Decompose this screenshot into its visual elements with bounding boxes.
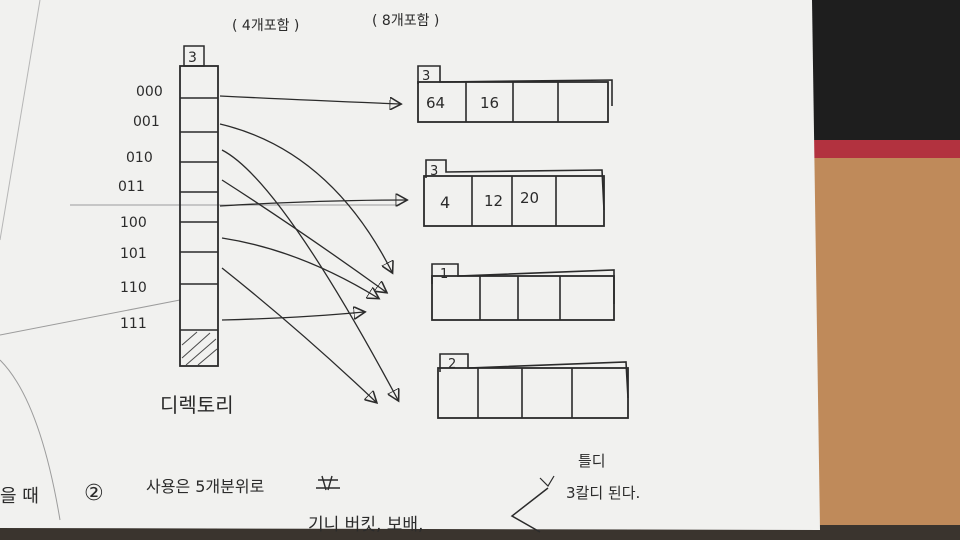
bit-label: 010 — [126, 150, 153, 166]
bottom-left-fragment: 을 때 — [0, 486, 39, 507]
bucket-depth: 1 — [440, 267, 448, 282]
right-note-line1: 틀디 — [578, 452, 606, 470]
bucket-value: 20 — [520, 189, 539, 207]
bucket-depth: 3 — [430, 164, 438, 179]
bit-label: 101 — [120, 246, 147, 262]
directory-table — [179, 65, 219, 367]
right-note-line2: 3칼디 된다. — [566, 484, 640, 502]
bit-label: 001 — [133, 114, 160, 130]
directory-rows — [180, 97, 218, 331]
bucket-1: 3 64 16 — [417, 65, 613, 123]
laptop-edge — [800, 140, 960, 158]
bucket-value: 12 — [484, 192, 503, 210]
bucket-value: 4 — [440, 193, 450, 212]
bottom-note-line1: 사용은 5개분위로 — [146, 477, 264, 496]
hatched-area — [181, 331, 218, 366]
bucket-3: 1 — [431, 263, 615, 321]
pencil-curve — [0, 359, 61, 521]
bottom-note-line2: 기니 버킷, 보배, — [308, 515, 423, 535]
bucket-frame — [423, 175, 605, 227]
header-note-right: ( 8개포함 ) — [372, 13, 439, 29]
bit-label: 000 — [136, 84, 163, 100]
bucket-4: 2 — [437, 353, 629, 419]
bit-label: 100 — [120, 215, 147, 231]
bucket-depth: 2 — [448, 357, 456, 372]
bucket-frame — [437, 367, 629, 419]
item-number: ② — [84, 481, 104, 506]
brace-mark — [510, 487, 549, 533]
directory-label: 디렉토리 — [160, 393, 234, 417]
laptop-body — [800, 0, 960, 140]
pointer-arrows — [219, 95, 406, 402]
scribble-mark — [316, 475, 340, 491]
bucket-frame — [431, 275, 615, 321]
paper-sheet — [0, 0, 820, 530]
bucket-2: 3 4 12 20 — [423, 159, 605, 227]
directory-depth: 3 — [188, 50, 197, 66]
bucket-value: 64 — [426, 94, 445, 112]
bucket-value: 16 — [480, 94, 499, 112]
pencil-curve — [0, 0, 41, 241]
bit-label: 011 — [118, 179, 145, 195]
pencil-line — [0, 299, 181, 336]
small-arrow-mark — [539, 475, 555, 487]
header-note-left: ( 4개포함 ) — [232, 18, 299, 34]
directory-bit-labels: 000 001 010 011 100 101 110 111 — [118, 84, 163, 332]
bit-label: 111 — [120, 316, 147, 332]
bucket-depth: 3 — [422, 69, 430, 84]
bit-label: 110 — [120, 280, 147, 296]
